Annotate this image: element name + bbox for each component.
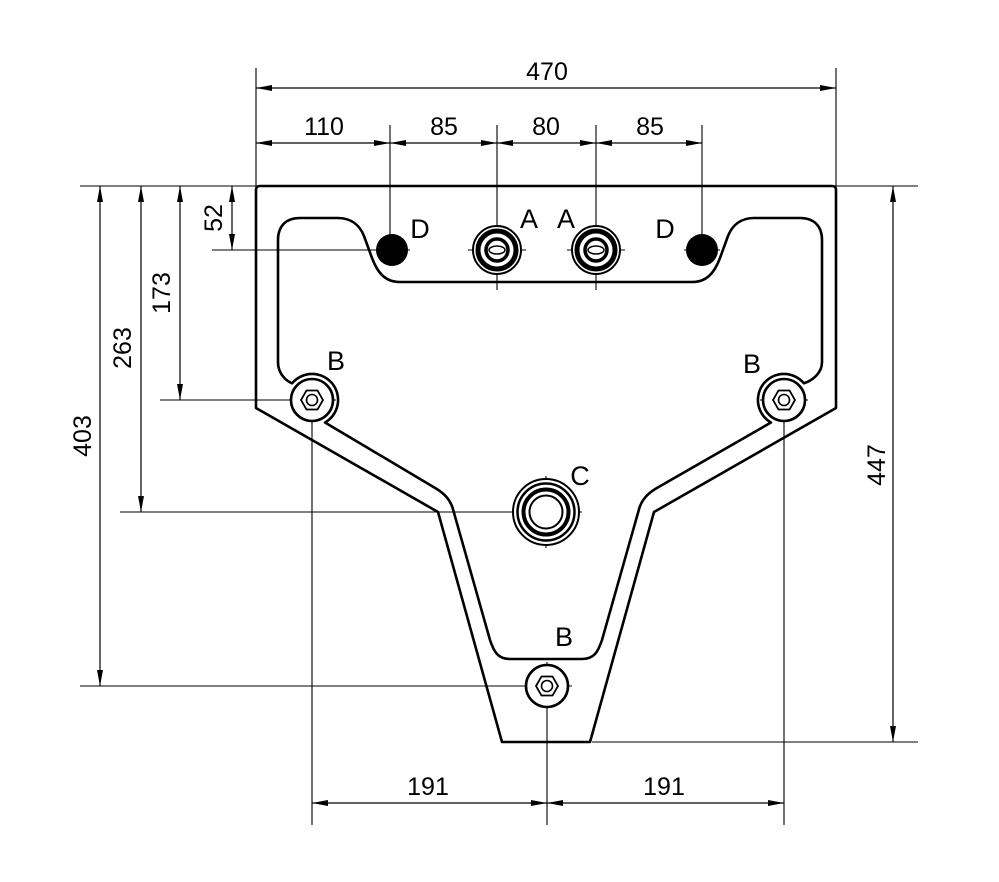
a-right-to-d-right-value: 85 [636, 113, 664, 141]
label-d-right: D [655, 214, 675, 244]
b-left-hex-nut [299, 389, 325, 411]
top-to-d-a-value: 52 [200, 204, 228, 232]
hole-d-right [686, 234, 718, 266]
connection-a-left [472, 225, 522, 275]
overall-height-value: 447 [863, 444, 891, 486]
hole-d-left [376, 234, 408, 266]
a-right-thick-ring [574, 228, 618, 272]
a-left-thick-ring [475, 228, 519, 272]
c-inner-bore [528, 494, 564, 530]
dimension-lines [97, 85, 896, 806]
label-a-left: A [520, 204, 538, 234]
c-thick-ring [521, 487, 571, 537]
b-bottom-bolt-end [540, 679, 554, 693]
a-left-inner-ring [484, 237, 510, 263]
top-to-b-upper-value: 173 [148, 272, 176, 314]
connection-a-right [571, 225, 621, 275]
label-b-bottom: B [555, 622, 573, 652]
bolt-b-bottom [524, 663, 570, 709]
bolt-b-right [761, 377, 807, 423]
label-b-left: B [327, 346, 345, 376]
b-bottom-hex-nut [534, 675, 560, 697]
top-to-c-value: 263 [109, 327, 137, 369]
connection-c [512, 478, 580, 546]
b-right-washer [761, 377, 807, 423]
b-right-bolt-end [777, 393, 791, 407]
b-bottom-washer [524, 663, 570, 709]
b-left-to-b-bottom-value: 191 [407, 773, 449, 801]
label-c: C [570, 461, 590, 491]
a-right-inner-ring [583, 237, 609, 263]
edge-to-d-left-value: 110 [304, 113, 344, 141]
a-left-to-a-right-value: 80 [532, 113, 560, 141]
label-d-left: D [410, 214, 430, 244]
plate-inner-contour [276, 216, 824, 661]
b-left-washer [289, 377, 335, 423]
b-left-bolt-end [305, 393, 319, 407]
bolt-b-left [289, 377, 335, 423]
overall-width-value: 470 [526, 58, 568, 86]
label-b-right: B [743, 349, 761, 379]
a-right-center-mark [587, 245, 605, 255]
b-bottom-to-b-right-value: 191 [643, 773, 685, 801]
label-a-right: A [557, 204, 575, 234]
b-right-hex-nut [771, 389, 797, 411]
d-left-to-a-left-value: 85 [430, 113, 458, 141]
a-left-center-mark [488, 245, 506, 255]
top-to-b-bottom-value: 403 [69, 415, 97, 457]
c-second-ring [516, 482, 576, 542]
